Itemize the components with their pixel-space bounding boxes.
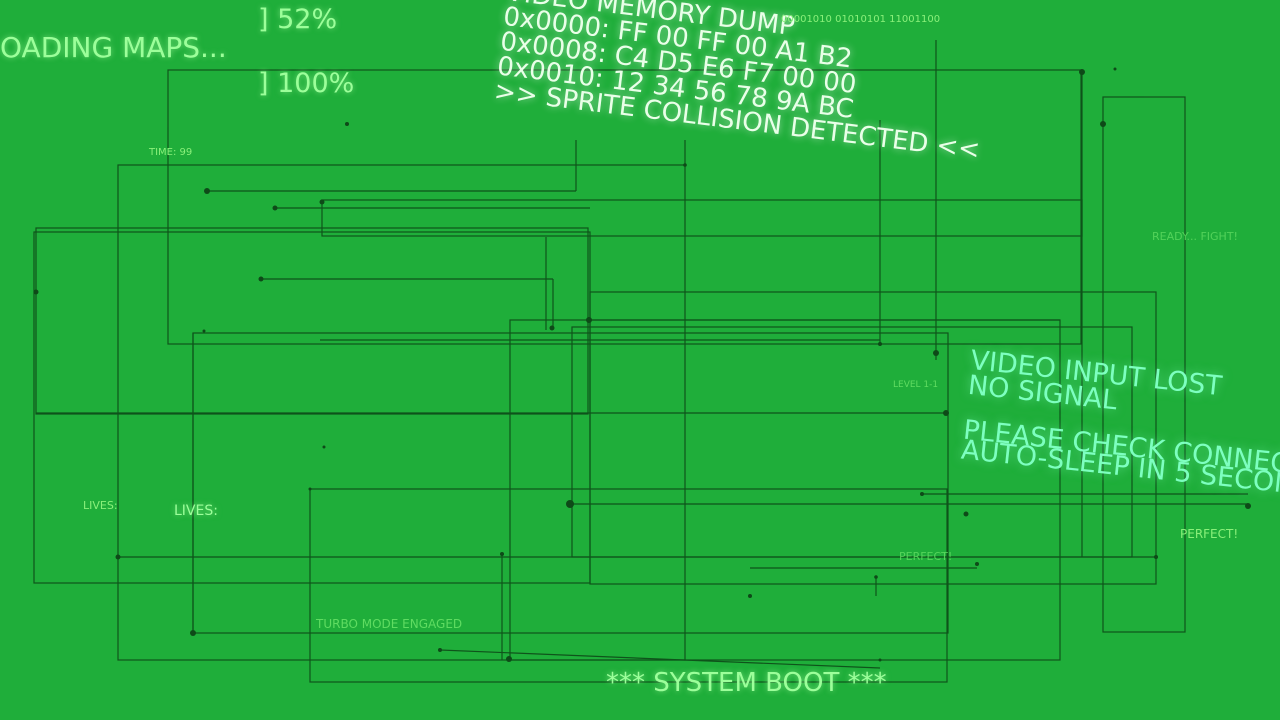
perfect-label-right: PERFECT! xyxy=(1180,527,1239,541)
binary-readout: 00001010 01010101 11001100 xyxy=(781,14,941,25)
level-label: LEVEL 1-1 xyxy=(893,380,939,390)
lives-label-large: LIVES: xyxy=(174,503,218,519)
time-readout: TIME: 99 xyxy=(149,147,193,158)
loading-maps-label: OADING MAPS... xyxy=(0,31,227,64)
system-boot-label: *** SYSTEM BOOT *** xyxy=(606,668,887,698)
ready-fight-label: READY... FIGHT! xyxy=(1152,230,1238,243)
lives-label-small: LIVES: xyxy=(83,499,118,512)
turbo-mode-label: TURBO MODE ENGAGED xyxy=(316,617,463,631)
loading-percent-1: ] 52% xyxy=(258,4,338,35)
perfect-label-mid: PERFECT! xyxy=(899,550,953,563)
loading-percent-2: ] 100% xyxy=(258,68,355,99)
